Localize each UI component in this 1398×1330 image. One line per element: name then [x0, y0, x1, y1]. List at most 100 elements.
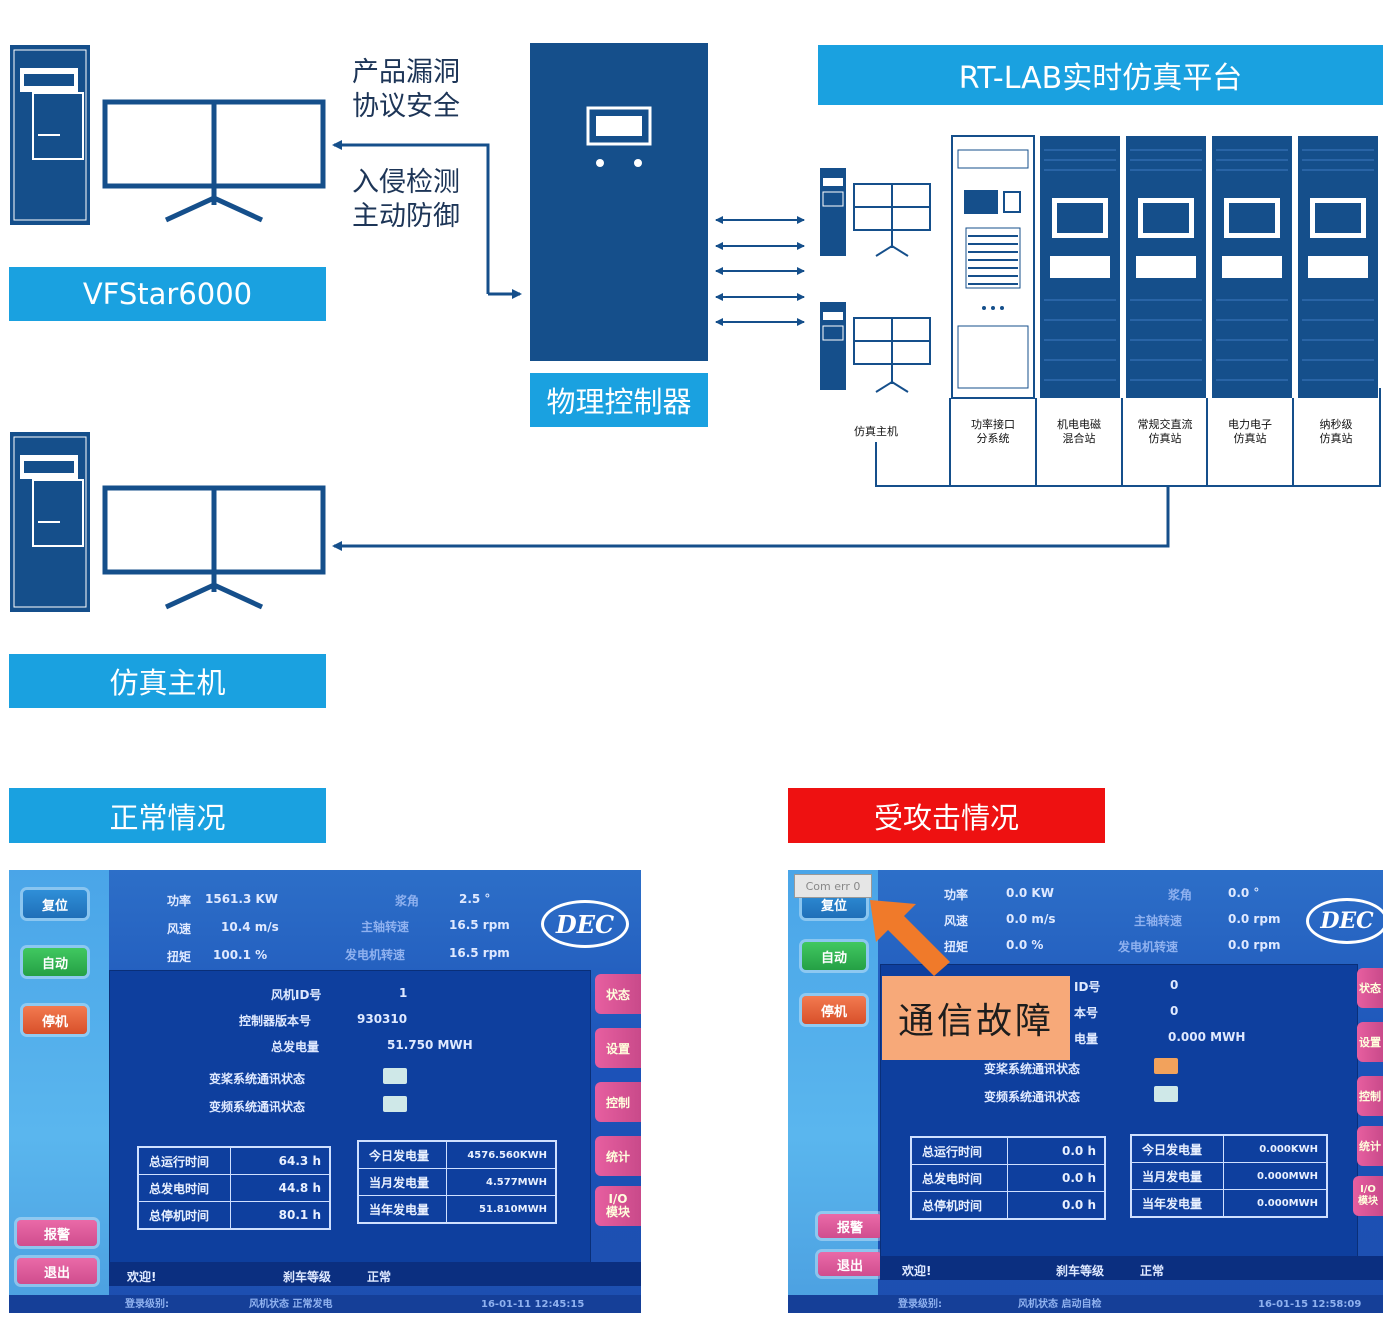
turbine-state: 风机状态 正常发电	[249, 1299, 333, 1310]
annotation-product-vulnerability: 产品漏洞	[352, 57, 460, 88]
converter-comm-status-label: 变频系统通讯状态	[209, 1100, 306, 1114]
main-shaft-speed-value: 16.5 rpm	[449, 918, 510, 932]
converter-comm-indicator	[383, 1096, 407, 1112]
brake-level-label: 刹车等级	[1056, 1264, 1105, 1278]
tab-statistics[interactable]: 统计	[1357, 1126, 1383, 1166]
torque-value: 0.0 %	[1006, 938, 1044, 952]
power-label: 功率	[944, 888, 969, 902]
login-level: 登录级别:	[898, 1299, 942, 1310]
reset-button[interactable]: 复位	[23, 890, 87, 918]
alarm-button[interactable]: 报警	[818, 1214, 882, 1238]
converter-comm-status-label: 变频系统通讯状态	[984, 1090, 1081, 1104]
exit-button[interactable]: 退出	[17, 1258, 97, 1284]
main-shaft-speed-label: 主轴转速	[361, 920, 410, 934]
total-generation-label: 总发电量	[271, 1040, 320, 1054]
tab-settings[interactable]: 设置	[595, 1028, 641, 1068]
hmi-bottom-bar	[788, 1295, 1383, 1313]
vfstar-dual-monitor-icon	[102, 99, 326, 223]
wind-speed-label: 风速	[167, 922, 192, 936]
orange-arrow-icon	[870, 900, 950, 976]
total-generation-label: 电量	[1074, 1032, 1099, 1046]
converter-comm-indicator	[1154, 1086, 1178, 1102]
tab-control[interactable]: 控制	[595, 1082, 641, 1122]
generator-speed-value: 0.0 rpm	[1228, 938, 1281, 952]
turbine-id-label: 风机ID号	[271, 988, 322, 1002]
tab-control[interactable]: 控制	[1357, 1076, 1383, 1116]
stop-button[interactable]: 停机	[802, 996, 866, 1024]
hmi-bottom-bar	[9, 1295, 641, 1313]
vfstar-label: VFStar6000	[9, 267, 326, 321]
power-interface-cabinet-icon	[951, 135, 1035, 399]
tab-settings[interactable]: 设置	[1357, 1022, 1383, 1062]
sim-host-label: 仿真主机	[9, 654, 326, 708]
power-value: 1561.3 KW	[205, 892, 279, 906]
torque-label: 扭矩	[167, 950, 192, 964]
brake-level-value: 正常	[367, 1270, 392, 1284]
power-value: 0.0 KW	[1006, 886, 1054, 900]
equipment-label: 功率接口 分系统	[971, 418, 1015, 445]
normal-case-label: 正常情况	[9, 788, 326, 843]
architecture-diagram	[10, 43, 1381, 612]
timestamp: 16-01-11 12:45:15	[481, 1299, 585, 1310]
exit-button[interactable]: 退出	[818, 1252, 882, 1276]
tab-status[interactable]: 状态	[1357, 968, 1383, 1008]
brake-level-value: 正常	[1140, 1264, 1165, 1278]
tab-io-module[interactable]: I/O 模块	[595, 1186, 641, 1226]
controller-rtlab-arrows	[715, 216, 805, 326]
hmi-status-bar	[109, 1262, 641, 1286]
auto-button[interactable]: 自动	[23, 948, 87, 976]
controller-version-value: 930310	[357, 1012, 408, 1026]
hmi-sidebar	[9, 870, 109, 1313]
generator-speed-value: 16.5 rpm	[449, 946, 510, 960]
vfstar-server-tower-icon	[10, 45, 90, 225]
pitch-comm-indicator	[1154, 1058, 1178, 1074]
equipment-label: 纳秒级 仿真站	[1319, 418, 1353, 445]
turbine-id-value: 0	[1170, 978, 1179, 992]
pitch-label: 浆角	[1168, 888, 1193, 902]
tab-status[interactable]: 状态	[595, 974, 641, 1014]
auto-button[interactable]: 自动	[802, 942, 866, 970]
equipment-label: 常规交直流 仿真站	[1137, 418, 1193, 445]
comm-error-box: Com err 0	[794, 874, 872, 898]
generator-speed-label: 发电机转速	[345, 948, 406, 962]
tab-statistics[interactable]: 统计	[595, 1136, 641, 1176]
brake-level-label: 刹车等级	[283, 1270, 332, 1284]
pitch-value: 2.5 °	[459, 892, 491, 906]
alarm-button[interactable]: 报警	[17, 1220, 97, 1246]
annotation-protocol-security: 协议安全	[352, 91, 460, 122]
simulation-station-cabinets-icon	[1040, 136, 1378, 398]
welcome-text: 欢迎!	[902, 1264, 932, 1278]
dec-logo: DEC	[1306, 898, 1383, 944]
controller-version-value: 0	[1170, 1004, 1179, 1018]
equipment-label: 电力电子 仿真站	[1228, 418, 1272, 445]
dec-logo: DEC	[541, 900, 629, 948]
pitch-value: 0.0 °	[1228, 886, 1260, 900]
pitch-label: 浆角	[395, 894, 420, 908]
tab-io-module[interactable]: I/O 模块	[1353, 1176, 1383, 1216]
power-label: 功率	[167, 894, 192, 908]
stop-button[interactable]: 停机	[23, 1006, 87, 1034]
rtlab-sim-host-icon	[820, 168, 931, 393]
controller-version-label: 控制器版本号	[239, 1014, 312, 1028]
turbine-id-label: ID号	[1074, 980, 1101, 994]
login-level: 登录级别:	[125, 1299, 169, 1310]
main-shaft-speed-value: 0.0 rpm	[1228, 912, 1281, 926]
main-shaft-speed-label: 主轴转速	[1134, 914, 1183, 928]
sim-host-dual-monitor-icon	[102, 485, 326, 610]
pitch-comm-indicator	[383, 1068, 407, 1084]
rtlab-simhost-arrow	[332, 486, 1170, 551]
total-generation-value: 51.750 MWH	[387, 1038, 473, 1052]
turbine-state: 风机状态 启动自检	[1018, 1299, 1102, 1310]
attack-case-label: 受攻击情况	[788, 788, 1105, 843]
turbine-id-value: 1	[399, 986, 408, 1000]
